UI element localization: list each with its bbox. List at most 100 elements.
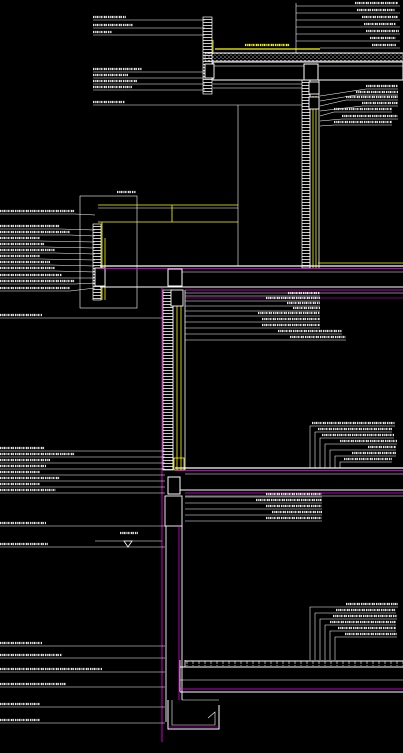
annotation [93,30,205,36]
annotation [296,22,400,28]
parapet-box [204,63,215,79]
annotation [0,279,96,285]
roof-gravel-layer [204,52,403,62]
annotation [185,296,320,302]
annotation [0,254,96,261]
annotation [334,632,397,660]
foundation-footing [167,699,220,730]
annotation [185,335,346,341]
annotation [0,230,96,237]
leader-line [319,124,392,127]
leader-line [334,455,396,468]
annotation [324,439,397,468]
annotation [0,209,96,216]
footing-outline [167,700,220,730]
annotation [0,667,165,673]
slab-column [167,476,181,495]
annotation [93,73,205,79]
annotation [93,85,205,91]
annotation [319,433,394,468]
annotation [185,317,320,323]
leader-line [309,606,398,660]
leader-line [319,88,398,97]
leader-line [319,437,394,468]
middle-wall-hatch [162,289,174,471]
leader-line [0,282,96,285]
middle-wall-box [170,289,184,307]
annotation [319,107,392,117]
basement-wall-box [164,495,183,527]
annotation [319,114,398,122]
leader-line [0,240,96,243]
leader-line [0,270,96,273]
leader-line [0,287,96,292]
leader-line [314,612,396,660]
annotation [185,498,322,504]
annotation [329,626,396,660]
annotation [93,79,205,85]
annotation [0,273,95,279]
annotation [185,306,320,312]
middle-wall [162,289,186,471]
annotation [0,452,165,458]
annotation [93,23,205,29]
leader-line [309,425,395,468]
leader-line [319,94,398,102]
leader-line [319,99,398,107]
annotation [319,120,392,127]
annotation [0,718,165,724]
annotation [185,301,320,307]
leader-line [0,213,96,216]
annotation [319,90,398,102]
leader-line [339,461,392,468]
annotation-layer [0,1,400,724]
annotation [185,311,320,317]
leader-line [0,252,96,255]
annotation [0,702,165,708]
annotation [0,682,165,688]
annotation [309,602,398,660]
upper-wall-box [308,81,320,95]
parapet-wall-hatch [202,16,213,95]
annotation [0,224,96,231]
annotation [339,457,392,468]
annotation [314,427,392,468]
annotation [319,95,398,107]
slab-column [167,268,183,287]
annotation [0,653,165,659]
annotation [0,521,165,527]
leader-line [329,630,396,660]
annotation [185,516,322,522]
slab-topping-ticks [185,661,403,666]
left-wall-box [94,267,106,287]
lower-floor-slab [167,467,403,497]
annotation [296,29,400,35]
annotation [296,8,400,14]
level-marker-icon [123,540,133,548]
leader-line [319,118,398,122]
annotation [0,488,165,494]
annotation [319,614,397,660]
annotation [324,620,396,660]
annotation [0,458,165,464]
detail-callout-frame [79,195,138,309]
leader-line [329,449,396,468]
annotation [309,421,395,468]
annotation [0,470,165,476]
leader-line [0,258,96,261]
annotation [314,608,396,660]
annotation [0,641,165,647]
annotation [0,313,163,319]
middle-wall-box [173,457,185,471]
leader-line [0,228,96,231]
roof-beam [303,63,319,81]
leader-line [0,246,96,249]
annotation [185,510,322,516]
upper-wall-box [308,96,320,110]
annotation [185,504,322,510]
annotation [0,482,165,488]
annotation [0,248,96,255]
annotation [0,476,165,482]
